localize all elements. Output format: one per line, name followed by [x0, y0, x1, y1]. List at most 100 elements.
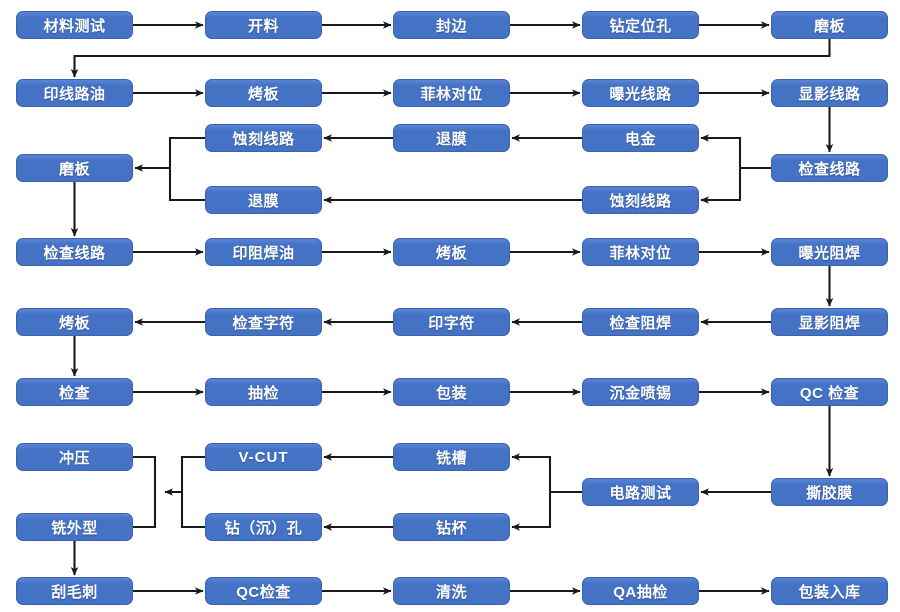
process-node[interactable]: 显影阻焊 [771, 308, 888, 336]
process-node[interactable]: 沉金喷锡 [582, 378, 699, 406]
flow-connector [180, 492, 205, 529]
process-node[interactable]: 曝光线路 [582, 79, 699, 107]
process-node[interactable]: QC检查 [205, 577, 322, 605]
process-node[interactable]: 铣槽 [393, 443, 510, 471]
process-node[interactable]: 检查 [16, 378, 133, 406]
process-node[interactable]: 电金 [582, 124, 699, 152]
flow-connector [700, 168, 742, 204]
flow-connector [168, 168, 205, 202]
flow-connector [133, 492, 157, 529]
process-node[interactable]: 印线路油 [16, 79, 133, 107]
process-node[interactable]: 磨板 [16, 154, 133, 182]
process-node-label: 印阻焊油 [232, 244, 295, 262]
process-node[interactable]: 包装 [393, 378, 510, 406]
process-node[interactable]: QC 检查 [771, 378, 888, 406]
process-node-label: QA抽检 [613, 583, 668, 601]
process-node-label: 电金 [624, 130, 656, 148]
process-node-label: 清洗 [435, 583, 467, 601]
process-node-label: 检查线路 [43, 244, 106, 262]
process-node[interactable]: 材料测试 [16, 11, 133, 39]
process-node[interactable]: 封边 [393, 11, 510, 39]
process-node[interactable]: 清洗 [393, 577, 510, 605]
process-node[interactable]: V-CUT [205, 443, 322, 471]
process-node-label: 曝光线路 [609, 85, 672, 103]
process-node[interactable]: 退膜 [393, 124, 510, 152]
process-node-label: 刮毛刺 [51, 583, 98, 601]
process-node-label: 沉金喷锡 [609, 384, 672, 402]
process-node-label: 曝光阻焊 [798, 244, 861, 262]
process-node-label: 包装 [435, 384, 467, 402]
process-node-label: 钻定位孔 [609, 17, 672, 35]
process-node-label: 检查字符 [232, 314, 295, 332]
process-node[interactable]: 钻杯 [393, 513, 510, 541]
process-node-label: 蚀刻线路 [232, 130, 295, 148]
process-node[interactable]: 显影线路 [771, 79, 888, 107]
process-node-label: 材料测试 [43, 17, 106, 35]
process-node[interactable]: 开料 [205, 11, 322, 39]
process-node-label: 烤板 [58, 314, 90, 332]
process-node[interactable]: 抽检 [205, 378, 322, 406]
process-node[interactable]: 检查线路 [771, 154, 888, 182]
process-node[interactable]: 刮毛刺 [16, 577, 133, 605]
process-node-label: QC检查 [236, 583, 291, 601]
process-node[interactable]: 钻定位孔 [582, 11, 699, 39]
process-node-label: 磨板 [813, 17, 845, 35]
process-node-label: 开料 [247, 17, 279, 35]
process-node[interactable]: 印阻焊油 [205, 238, 322, 266]
process-node[interactable]: 冲压 [16, 443, 133, 471]
process-node-label: 电路测试 [609, 484, 672, 502]
process-node-label: 冲压 [58, 449, 90, 467]
process-node-label: 封边 [435, 17, 467, 35]
process-node[interactable]: 检查阻焊 [582, 308, 699, 336]
process-node-label: 抽检 [247, 384, 279, 402]
process-node-label: 检查 [58, 384, 90, 402]
process-node-label: 检查线路 [798, 160, 861, 178]
process-node[interactable]: 蚀刻线路 [582, 186, 699, 214]
process-node-label: 显影阻焊 [798, 314, 861, 332]
process-node-label: 印字符 [428, 314, 475, 332]
process-node[interactable]: 磨板 [771, 11, 888, 39]
process-node[interactable]: 蚀刻线路 [205, 124, 322, 152]
process-node-label: 退膜 [435, 130, 467, 148]
process-node-label: 检查阻焊 [609, 314, 672, 332]
flow-connector [70, 39, 831, 78]
process-node-label: 退膜 [247, 192, 279, 210]
process-node[interactable]: 检查字符 [205, 308, 322, 336]
process-node-label: 烤板 [247, 85, 279, 103]
process-node[interactable]: 菲林对位 [393, 79, 510, 107]
process-node[interactable]: 撕胶膜 [771, 478, 888, 506]
process-node[interactable]: 烤板 [205, 79, 322, 107]
process-node-label: 包装入库 [798, 583, 861, 601]
process-node[interactable]: 烤板 [16, 308, 133, 336]
process-node-label: 撕胶膜 [806, 484, 853, 502]
process-node-label: V-CUT [238, 448, 289, 466]
process-node-label: 菲林对位 [609, 244, 672, 262]
process-node-label: 印线路油 [43, 85, 106, 103]
flow-connector [168, 136, 205, 168]
process-node[interactable]: 铣外型 [16, 513, 133, 541]
flow-connector [180, 455, 205, 492]
process-node-label: 显影线路 [798, 85, 861, 103]
process-node-label: 蚀刻线路 [609, 192, 672, 210]
process-node[interactable]: 钻（沉）孔 [205, 513, 322, 541]
process-node[interactable]: 烤板 [393, 238, 510, 266]
process-node[interactable]: 电路测试 [582, 478, 699, 506]
process-node-label: QC 检查 [799, 384, 860, 402]
flow-connector [511, 453, 552, 492]
process-node-label: 铣外型 [51, 519, 98, 537]
process-node-label: 磨板 [58, 160, 90, 178]
process-node[interactable]: 印字符 [393, 308, 510, 336]
process-node[interactable]: 退膜 [205, 186, 322, 214]
process-node[interactable]: 包装入库 [771, 577, 888, 605]
process-node[interactable]: 曝光阻焊 [771, 238, 888, 266]
process-node-label: 铣槽 [435, 449, 467, 467]
process-node[interactable]: 菲林对位 [582, 238, 699, 266]
flow-connector [133, 455, 157, 492]
process-node[interactable]: 检查线路 [16, 238, 133, 266]
process-node[interactable]: QA抽检 [582, 577, 699, 605]
process-node-label: 钻（沉）孔 [224, 519, 303, 537]
process-node-label: 钻杯 [435, 519, 467, 537]
flow-connector [511, 492, 552, 531]
process-node-label: 烤板 [435, 244, 467, 262]
